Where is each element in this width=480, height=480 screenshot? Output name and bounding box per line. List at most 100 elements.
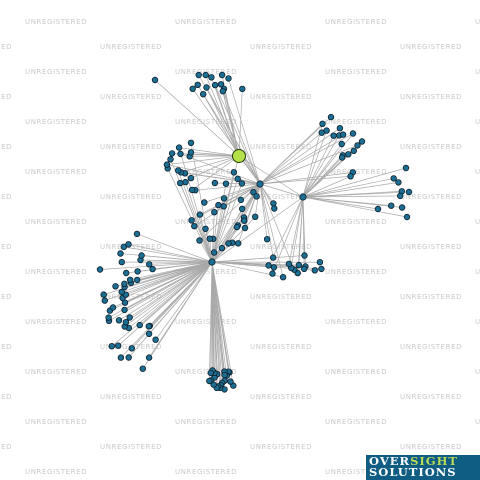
- graph-node: [167, 156, 174, 163]
- watermark-text: UNREGISTERED: [325, 118, 387, 126]
- graph-edge: [302, 191, 410, 198]
- graph-edge: [211, 261, 274, 268]
- graph-node: [237, 196, 245, 204]
- graph-node: [311, 267, 318, 274]
- graph-node: [279, 274, 287, 281]
- graph-edge: [302, 167, 407, 198]
- graph-node: [285, 260, 293, 268]
- graph-node: [138, 252, 145, 259]
- graph-edge: [154, 79, 240, 157]
- graph-node: [187, 149, 195, 156]
- watermark-text: UNREGISTERED: [325, 268, 387, 276]
- watermark-text: UNREGISTERED: [0, 143, 12, 151]
- watermark-text: UNREGISTERED: [325, 468, 387, 476]
- graph-node: [227, 378, 234, 385]
- graph-node: [194, 81, 201, 88]
- graph-node: [121, 306, 128, 314]
- graph-edge: [259, 183, 284, 278]
- graph-edge: [136, 233, 213, 263]
- watermark-text: UNREGISTERED: [0, 93, 12, 101]
- graph-node: [330, 132, 337, 139]
- graph-node: [336, 124, 344, 132]
- watermark-text: UNREGISTERED: [175, 318, 237, 326]
- graph-node: [151, 76, 159, 84]
- hub-node: [299, 193, 307, 201]
- watermark-text: UNREGISTERED: [400, 443, 462, 451]
- graph-edge: [222, 91, 240, 157]
- graph-node: [109, 304, 117, 311]
- graph-edge: [118, 261, 213, 321]
- watermark-text: UNREGISTERED: [475, 118, 480, 126]
- graph-node: [402, 164, 410, 172]
- watermark-text: UNREGISTERED: [0, 343, 12, 351]
- graph-node: [152, 336, 159, 343]
- graph-edge: [238, 88, 243, 157]
- watermark-text: UNREGISTERED: [100, 43, 162, 51]
- watermark-text: UNREGISTERED: [325, 418, 387, 426]
- graph-node: [388, 202, 395, 209]
- graph-edge: [211, 261, 234, 386]
- graph-node: [390, 175, 397, 182]
- watermark-text: UNREGISTERED: [475, 218, 480, 226]
- graph-node: [163, 161, 171, 168]
- graph-node: [349, 130, 357, 137]
- graph-edge: [149, 261, 213, 265]
- graph-edge: [302, 196, 408, 218]
- watermark-text: UNREGISTERED: [325, 368, 387, 376]
- graph-node: [347, 173, 354, 180]
- graph-edge: [211, 261, 299, 266]
- graph-node: [217, 81, 225, 88]
- watermark-text: UNREGISTERED: [0, 443, 12, 451]
- graph-node: [187, 174, 195, 182]
- watermark-text: UNREGISTERED: [175, 18, 237, 26]
- graph-node: [220, 195, 228, 202]
- watermark-text: UNREGISTERED: [400, 393, 462, 401]
- watermark-text: UNREGISTERED: [100, 393, 162, 401]
- graph-edge: [178, 147, 213, 263]
- graph-edge: [121, 261, 213, 293]
- watermark-text: UNREGISTERED: [175, 168, 237, 176]
- graph-edge: [259, 171, 353, 185]
- graph-node: [149, 265, 156, 273]
- graph-edge: [199, 183, 261, 215]
- graph-edge: [192, 88, 261, 185]
- watermark-text: UNREGISTERED: [0, 243, 12, 251]
- watermark-text: UNREGISTERED: [250, 143, 312, 151]
- graph-node: [398, 204, 406, 211]
- focus-node: [232, 149, 246, 163]
- graph-node: [263, 235, 271, 243]
- graph-edge: [166, 164, 261, 185]
- graph-node: [230, 169, 238, 176]
- graph-node: [201, 199, 208, 206]
- graph-edge: [254, 183, 261, 217]
- watermark-text: UNREGISTERED: [400, 193, 462, 201]
- graph-node: [206, 377, 213, 385]
- graph-edge: [195, 183, 261, 191]
- graph-node: [177, 150, 184, 158]
- graph-node: [105, 314, 112, 321]
- watermark-text: UNREGISTERED: [100, 143, 162, 151]
- watermark-text: UNREGISTERED: [475, 368, 480, 376]
- graph-node: [222, 180, 230, 187]
- graph-edge: [167, 168, 213, 263]
- graph-node: [295, 261, 303, 269]
- logo-word-sight: SIGHT: [410, 454, 458, 468]
- graph-edge: [117, 261, 213, 346]
- graph-edge: [123, 246, 213, 263]
- graph-node: [301, 265, 308, 273]
- graph-edge: [204, 183, 261, 203]
- graph-edge: [223, 183, 261, 199]
- graph-node: [126, 314, 133, 321]
- graph-node: [122, 319, 130, 326]
- watermark-text: UNREGISTERED: [475, 18, 480, 26]
- graph-node: [215, 201, 222, 209]
- graph-edge: [124, 261, 213, 304]
- hub-node: [208, 258, 216, 266]
- graph-node: [196, 237, 203, 244]
- graph-node: [405, 188, 413, 196]
- graph-edge: [259, 175, 351, 185]
- graph-edge: [302, 157, 343, 198]
- graph-node: [239, 85, 246, 93]
- graph-edge: [199, 183, 261, 241]
- graph-edge: [302, 175, 351, 198]
